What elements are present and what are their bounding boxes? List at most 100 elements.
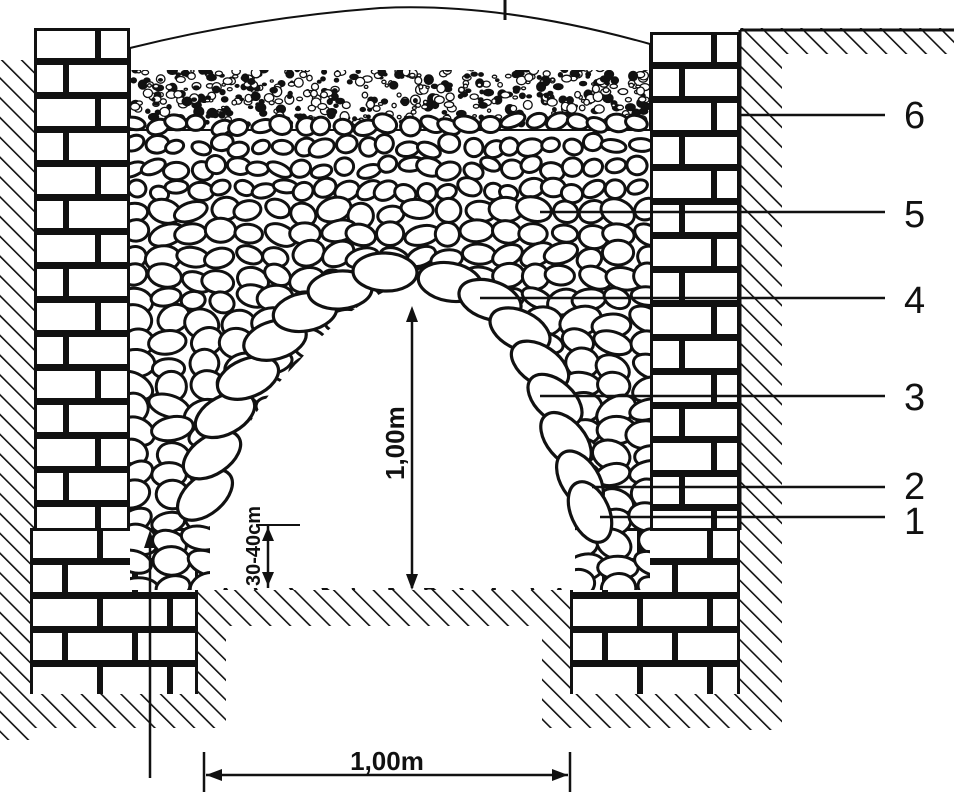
pebble bbox=[561, 74, 573, 83]
brick bbox=[653, 477, 679, 504]
pebble bbox=[384, 83, 390, 88]
brick bbox=[653, 35, 711, 62]
rubble-stone bbox=[172, 199, 209, 224]
brick bbox=[33, 531, 97, 558]
inlet-arrow bbox=[144, 530, 156, 778]
pebble bbox=[396, 92, 402, 98]
rubble-stone bbox=[154, 574, 192, 590]
pebble bbox=[526, 94, 533, 99]
voussoir-stone bbox=[526, 372, 584, 428]
pebble bbox=[326, 98, 333, 105]
rubble-stone bbox=[479, 155, 502, 173]
pebble bbox=[491, 74, 498, 79]
pebble bbox=[513, 70, 525, 78]
rubble-stone bbox=[130, 478, 152, 510]
pebble bbox=[433, 95, 445, 105]
rubble-stone bbox=[542, 240, 580, 266]
brick bbox=[713, 667, 737, 694]
pebble bbox=[166, 70, 178, 76]
pebble bbox=[591, 84, 601, 94]
brick bbox=[643, 599, 707, 626]
pebble bbox=[365, 99, 375, 110]
brick bbox=[653, 375, 711, 402]
brick bbox=[653, 205, 679, 232]
pebble bbox=[206, 73, 217, 82]
brick bbox=[573, 667, 637, 694]
pebble bbox=[213, 23, 220, 28]
rubble-stone bbox=[452, 114, 481, 134]
brick bbox=[653, 239, 711, 266]
brick bbox=[69, 201, 127, 228]
rubble-stone bbox=[150, 414, 195, 443]
pebble bbox=[527, 70, 540, 76]
pebble bbox=[346, 79, 353, 85]
pebble bbox=[241, 73, 250, 83]
pebble bbox=[389, 80, 399, 90]
brick bbox=[101, 167, 127, 194]
pebble bbox=[594, 70, 606, 73]
rubble-stone bbox=[628, 397, 650, 422]
pebble bbox=[583, 98, 591, 106]
pebble bbox=[328, 95, 333, 100]
pebble bbox=[175, 75, 186, 84]
pebble bbox=[415, 102, 422, 108]
rubble-stone bbox=[333, 179, 361, 202]
rubble-stone bbox=[335, 133, 359, 155]
pebble bbox=[247, 77, 256, 86]
rubble-stone bbox=[633, 222, 650, 248]
brick bbox=[685, 273, 737, 300]
brick bbox=[69, 269, 127, 296]
brick bbox=[653, 443, 711, 470]
callout-6: 6 bbox=[904, 95, 925, 137]
rubble-stone bbox=[604, 157, 628, 175]
rubble-stone bbox=[265, 160, 293, 179]
pebble bbox=[331, 88, 338, 95]
rubble-stone bbox=[625, 154, 649, 177]
rubble-stone bbox=[434, 160, 462, 182]
brick bbox=[69, 133, 127, 160]
rubble-stone bbox=[627, 137, 650, 153]
brick bbox=[101, 235, 127, 262]
brick bbox=[37, 473, 63, 500]
pebble bbox=[524, 73, 534, 82]
rubble-stone bbox=[344, 222, 378, 248]
pebble bbox=[520, 86, 527, 91]
pebble bbox=[592, 91, 604, 103]
rubble-stone bbox=[478, 114, 502, 135]
brick bbox=[717, 171, 737, 198]
pebble bbox=[497, 81, 504, 88]
pebble bbox=[211, 85, 221, 94]
pebble bbox=[181, 96, 193, 107]
pebble bbox=[261, 82, 268, 87]
pebble bbox=[152, 83, 160, 89]
rubble-stone bbox=[185, 113, 207, 132]
rubble-stone bbox=[393, 183, 418, 204]
pebble bbox=[354, 76, 366, 87]
brick bbox=[653, 171, 711, 198]
brick bbox=[33, 599, 97, 626]
width-dimension-label: 1,00m bbox=[350, 746, 424, 776]
pebble bbox=[333, 70, 342, 78]
rubble-stone bbox=[633, 549, 650, 578]
pebble bbox=[638, 96, 647, 103]
pebble bbox=[462, 83, 469, 89]
rubble-stone bbox=[130, 178, 148, 199]
pebble bbox=[269, 79, 274, 83]
brick bbox=[653, 409, 679, 436]
pebble bbox=[366, 114, 371, 119]
pebble bbox=[512, 85, 521, 92]
height-dimension-label: 1,00m bbox=[380, 406, 410, 480]
pebble bbox=[628, 82, 635, 88]
brick bbox=[101, 303, 127, 330]
pebble bbox=[539, 79, 545, 83]
brick bbox=[37, 133, 63, 160]
brick bbox=[685, 205, 737, 232]
pebble bbox=[464, 88, 472, 94]
pebble bbox=[617, 88, 629, 96]
callout-3: 3 bbox=[904, 377, 925, 419]
brick bbox=[653, 69, 679, 96]
rubble-stone bbox=[371, 112, 399, 135]
callout-2: 2 bbox=[904, 466, 925, 508]
pebble bbox=[173, 31, 178, 35]
brick bbox=[37, 269, 63, 296]
